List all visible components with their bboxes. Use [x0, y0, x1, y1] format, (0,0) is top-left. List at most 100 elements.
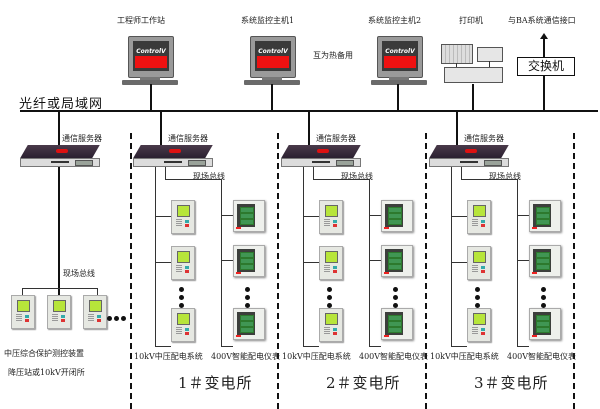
substation-title: 2＃变电所: [326, 374, 401, 392]
lv-meter[interactable]: [233, 200, 265, 232]
lv-bus: [369, 179, 370, 347]
lv-label: 400V智能配电仪表: [507, 352, 577, 361]
ellipsis-dot: [541, 295, 546, 300]
connector: [543, 75, 545, 110]
redundancy-note: 互为热备用: [313, 51, 353, 60]
mv-relay[interactable]: [171, 308, 195, 342]
screen-red-band: [257, 56, 289, 68]
lan-label: 光纤或局域网: [19, 97, 104, 112]
connector: [543, 38, 545, 58]
ellipsis-dot: [475, 287, 480, 292]
connector: [303, 216, 319, 217]
connector: [97, 288, 98, 296]
comm-server[interactable]: [429, 145, 509, 167]
ellipsis-dot: [327, 287, 332, 292]
mv-relay[interactable]: [467, 308, 491, 342]
lv-meter[interactable]: [381, 245, 413, 277]
separator-dashed: [277, 133, 279, 409]
connector: [221, 260, 233, 261]
fieldbus-label: 现场总线: [489, 172, 521, 181]
fieldbus-label: 现场总线: [193, 172, 225, 181]
connector: [58, 167, 60, 295]
connector: [303, 262, 319, 263]
left-caption-2: 降压站或10kV开闭所: [8, 368, 85, 377]
lv-meter[interactable]: [381, 200, 413, 232]
mv-relay[interactable]: [319, 308, 343, 342]
connector: [22, 288, 23, 296]
lv-label: 400V智能配电仪表: [211, 352, 281, 361]
connector: [369, 346, 381, 347]
server-logo-icon: [465, 149, 477, 153]
separator-dashed: [573, 133, 575, 409]
server-label: 通信服务器: [316, 134, 356, 143]
monitor-host-1-label: 系统监控主机1: [241, 16, 295, 25]
brand-text: ControlV: [136, 48, 166, 55]
ellipsis-dot: [541, 287, 546, 292]
server-logo-icon: [169, 149, 181, 153]
protection-relay[interactable]: [11, 295, 35, 329]
protection-relay[interactable]: [47, 295, 71, 329]
connector: [160, 111, 162, 145]
connector: [303, 346, 319, 347]
engineer-station-label: 工程师工作站: [117, 16, 165, 25]
monitor-host-2[interactable]: ControlV: [371, 36, 427, 88]
connector: [165, 167, 166, 179]
connector: [150, 84, 152, 110]
monitor-host-1[interactable]: ControlV: [244, 36, 300, 88]
lv-bus: [517, 179, 518, 347]
connector: [461, 179, 518, 180]
connector: [155, 216, 171, 217]
lv-meter[interactable]: [529, 308, 561, 340]
connector: [472, 84, 474, 110]
connector: [221, 215, 233, 216]
lv-meter[interactable]: [529, 200, 561, 232]
lv-meter[interactable]: [381, 308, 413, 340]
left-fieldbus-label: 现场总线: [63, 269, 95, 278]
lv-meter[interactable]: [233, 245, 265, 277]
lv-label: 400V智能配电仪表: [359, 352, 429, 361]
substation-title: 1＃变电所: [178, 374, 253, 392]
ellipsis-dot: [475, 295, 480, 300]
connector: [517, 260, 529, 261]
comm-server[interactable]: [281, 145, 361, 167]
ellipsis-dot: [327, 295, 332, 300]
keyboard-icon: [244, 80, 300, 85]
connector: [517, 346, 529, 347]
connector: [58, 111, 60, 145]
keyboard-icon: [122, 80, 178, 85]
ellipsis-dot: [179, 287, 184, 292]
connector: [451, 262, 467, 263]
lv-meter[interactable]: [529, 245, 561, 277]
separator-dashed: [130, 133, 132, 409]
ellipsis-dot: [121, 316, 126, 321]
comm-server[interactable]: [133, 145, 213, 167]
connector: [155, 346, 171, 347]
connector: [313, 179, 370, 180]
server-logo-icon: [56, 149, 68, 153]
connector: [155, 262, 171, 263]
engineer-station-monitor[interactable]: ControlV: [122, 36, 178, 88]
switch-box[interactable]: 交换机: [517, 57, 575, 76]
screen-red-band: [384, 56, 416, 68]
monitor-host-2-label: 系统监控主机2: [368, 16, 422, 25]
mv-relay[interactable]: [171, 200, 195, 234]
mv-relay[interactable]: [467, 200, 491, 234]
left-comm-server[interactable]: [20, 145, 100, 167]
mv-relay[interactable]: [467, 246, 491, 280]
lv-meter[interactable]: [233, 308, 265, 340]
mv-bus: [451, 167, 452, 347]
connector: [397, 84, 399, 110]
mv-relay[interactable]: [171, 246, 195, 280]
ellipsis-dot: [393, 287, 398, 292]
mv-relay[interactable]: [319, 200, 343, 234]
fieldbus-line: [22, 288, 98, 289]
protection-relay[interactable]: [83, 295, 107, 329]
arrow-up-icon: [540, 33, 548, 39]
left-caption-1: 中压综合保护测控装置: [4, 349, 84, 358]
mv-relay[interactable]: [319, 246, 343, 280]
ba-interface-label: 与BA系统通信接口: [508, 16, 576, 25]
connector: [461, 167, 462, 179]
printer-icon[interactable]: [441, 44, 503, 86]
ellipsis-dot: [107, 316, 112, 321]
ellipsis-dot: [114, 316, 119, 321]
